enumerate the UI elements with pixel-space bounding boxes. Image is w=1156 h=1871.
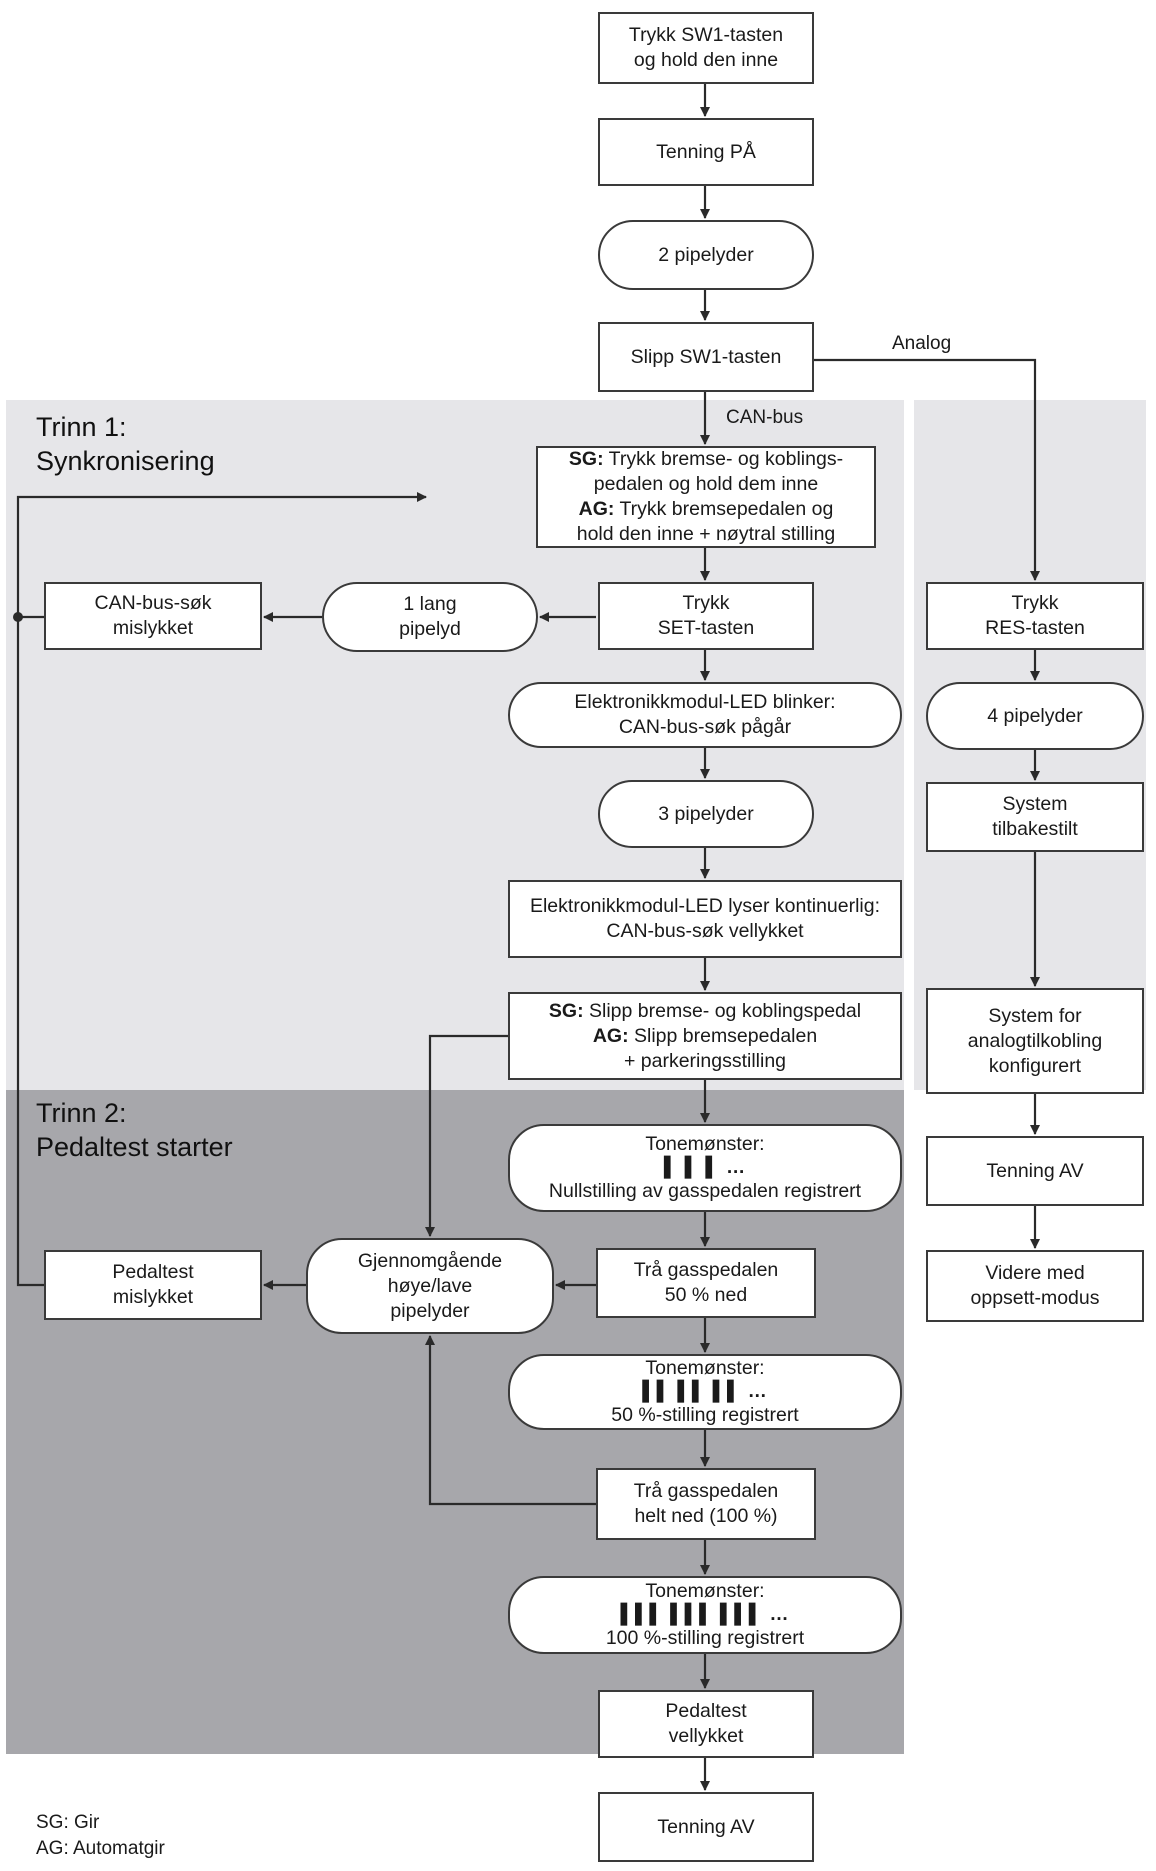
edge-label-analog: Analog — [892, 333, 952, 354]
node-canbus-fail: CAN-bus-søk mislykket — [44, 582, 262, 650]
tone-pattern-zero: ▌ ▌ ▌ … — [663, 1157, 747, 1178]
legend: SG: Gir AG: Automatgir — [36, 1810, 165, 1862]
node-tone-50: Tonemønster: ▌▌ ▌▌ ▌▌ … 50 %-stilling re… — [508, 1354, 902, 1430]
node-press-sw1: Trykk SW1-tasten og hold den inne — [598, 12, 814, 84]
node-pedaltest-ok: Pedaltest vellykket — [598, 1690, 814, 1758]
node-alt-beeps: Gjennomgående høye/lave pipelyder — [306, 1238, 554, 1334]
stage-2-title: Trinn 2:Pedaltest starter — [36, 1098, 233, 1162]
node-press-pedals: SG: Trykk bremse- og koblings- pedalen o… — [536, 446, 876, 548]
node-release-sw1: Slipp SW1-tasten — [598, 322, 814, 392]
node-pedaltest-fail: Pedaltest mislykket — [44, 1250, 262, 1320]
node-analog-configured: System for analogtilkobling konfigurert — [926, 988, 1144, 1094]
node-four-beeps: 4 pipelyder — [926, 682, 1144, 750]
edge-label-canbus: CAN-bus — [726, 407, 804, 428]
node-led-continuous: Elektronikkmodul-LED lyser kontinuerlig:… — [508, 880, 902, 958]
node-press-set: Trykk SET-tasten — [598, 582, 814, 650]
node-ignition-off: Tenning AV — [598, 1792, 814, 1862]
node-ignition-off-analog: Tenning AV — [926, 1136, 1144, 1206]
node-press-res: Trykk RES-tasten — [926, 582, 1144, 650]
junction-dot — [13, 612, 23, 622]
node-one-long-beep: 1 lang pipelyd — [322, 582, 538, 652]
node-tone-100: Tonemønster: ▌▌▌ ▌▌▌ ▌▌▌ … 100 %-stillin… — [508, 1576, 902, 1654]
legend-sg: SG: Gir — [36, 1812, 100, 1833]
tone-pattern-100: ▌▌▌ ▌▌▌ ▌▌▌ … — [620, 1604, 790, 1625]
node-tone-zero: Tonemønster: ▌ ▌ ▌ … Nullstilling av gas… — [508, 1124, 902, 1212]
tone-pattern-50: ▌▌ ▌▌ ▌▌ … — [642, 1381, 768, 1402]
node-ignition-on: Tenning PÅ — [598, 118, 814, 186]
node-two-beeps: 2 pipelyder — [598, 220, 814, 290]
legend-ag: AG: Automatgir — [36, 1838, 165, 1859]
node-system-reset: System tilbakestilt — [926, 782, 1144, 852]
node-press-100: Trå gasspedalen helt ned (100 %) — [596, 1468, 816, 1540]
node-led-blinks: Elektronikkmodul-LED blinker: CAN-bus-sø… — [508, 682, 902, 748]
stage-1-title: Trinn 1:Synkronisering — [36, 412, 215, 476]
node-release-pedals: SG: Slipp bremse- og koblingspedal AG: S… — [508, 992, 902, 1080]
node-press-50: Trå gasspedalen 50 % ned — [596, 1248, 816, 1318]
node-three-beeps: 3 pipelyder — [598, 780, 814, 848]
node-setup-mode: Videre med oppsett-modus — [926, 1250, 1144, 1322]
